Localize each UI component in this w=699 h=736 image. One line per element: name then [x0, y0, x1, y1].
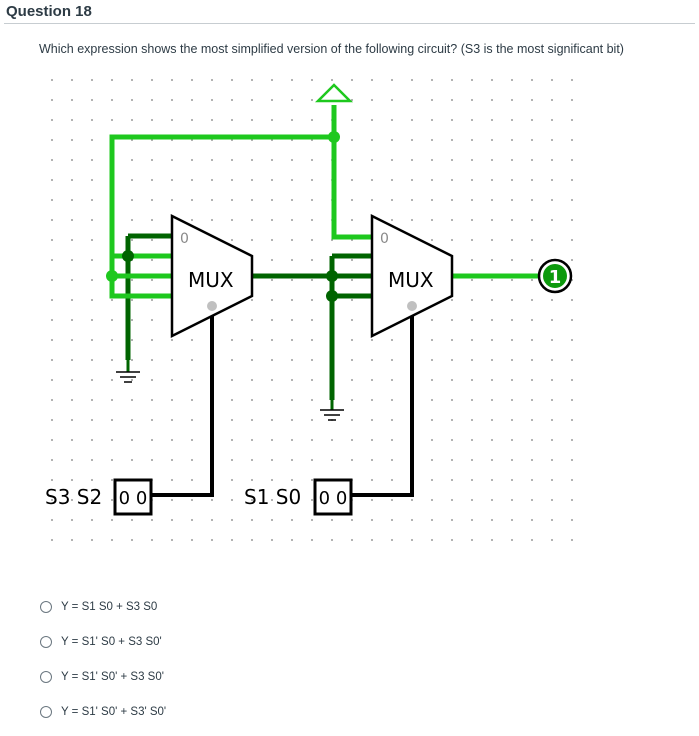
radio-button[interactable]: [40, 705, 52, 718]
question-header: Question 18: [4, 0, 695, 24]
answer-option[interactable]: Y = S1' S0 + S3 S0': [40, 631, 166, 652]
mux-left-label: MUX: [188, 268, 234, 292]
input-pin-s3s2-value: 0 0: [119, 488, 148, 509]
question-title: Question 18: [6, 3, 92, 20]
question-text: Which expression shows the most simplifi…: [39, 42, 624, 56]
input-pin-s1s0-value: 0 0: [319, 488, 348, 509]
mux-right-label: MUX: [388, 268, 434, 292]
input-pin-s1s0[interactable]: S1 S0 0 0: [244, 478, 353, 516]
mux-left-input0: 0: [180, 231, 189, 247]
active-wires: [109, 105, 538, 299]
answer-label: Y = S1 S0 + S3 S0: [61, 600, 158, 613]
input-pin-s3s2-label: S3 S2: [45, 485, 102, 509]
answer-options: Y = S1 S0 + S3 S0 Y = S1' S0 + S3 S0' Y …: [40, 596, 166, 736]
answer-option[interactable]: Y = S1' S0' + S3 S0': [40, 666, 166, 687]
answer-option[interactable]: Y = S1' S0' + S3' S0': [40, 701, 166, 722]
select-wires: [148, 316, 414, 497]
ground-icon: [116, 360, 140, 383]
output-value: 1: [549, 267, 562, 288]
radio-button[interactable]: [40, 670, 52, 683]
power-source-icon: [314, 83, 354, 103]
answer-label: Y = S1' S0 + S3 S0': [61, 635, 162, 648]
output-probe: 1: [537, 258, 573, 294]
input-pin-s3s2[interactable]: S3 S2 0 0: [45, 478, 153, 516]
mux-right-input0: 0: [380, 231, 389, 247]
junctions: [106, 131, 340, 302]
input-pin-s1s0-label: S1 S0: [244, 485, 301, 509]
answer-option[interactable]: Y = S1 S0 + S3 S0: [40, 596, 166, 617]
answer-label: Y = S1' S0' + S3' S0': [61, 705, 167, 718]
circuit-diagram: 0 MUX 0 MUX 1 S3 S2 0 0 S1 S0 0 0: [45, 79, 573, 541]
radio-button[interactable]: [40, 600, 52, 613]
ground-icon: [320, 400, 344, 421]
radio-button[interactable]: [40, 635, 52, 648]
mux-right: 0 MUX: [370, 213, 454, 339]
answer-label: Y = S1' S0' + S3 S0': [61, 670, 164, 683]
mux-left: 0 MUX: [170, 213, 254, 339]
